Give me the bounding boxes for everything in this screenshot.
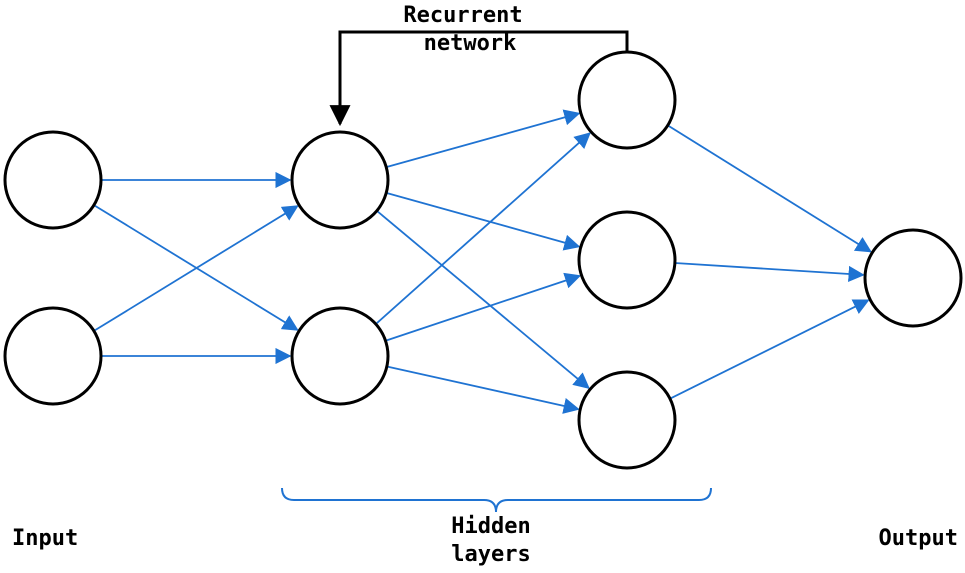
edge-h2a-to-out1 <box>667 124 872 253</box>
node-in2 <box>3 306 103 406</box>
edge-h1b-to-h2a <box>375 132 591 325</box>
recurrent-feedback-arrow <box>329 30 629 127</box>
edge-h1b-to-h2c <box>386 365 580 414</box>
node-h1a <box>290 130 390 230</box>
edge-h1a-to-h2a <box>385 109 581 168</box>
edge-h1a-to-h2c <box>376 210 590 389</box>
edge-h2c-to-out1 <box>669 299 870 400</box>
edge-h2b-to-out1 <box>674 262 865 283</box>
hidden-layers-label-line2: layers <box>451 542 530 567</box>
input-label: Input <box>12 526 78 551</box>
output-label: Output <box>879 526 958 551</box>
node-in1 <box>3 130 103 230</box>
node-out1 <box>863 228 963 328</box>
hidden-layers-brace <box>281 487 712 513</box>
nodes <box>3 50 963 470</box>
node-h2b <box>577 210 677 310</box>
recurrent-label-line1: Recurrent <box>403 3 522 28</box>
edge-h1a-to-h2b <box>385 192 581 251</box>
recurrent-label-line2: network <box>424 31 517 56</box>
hidden-layers-label-line1: Hidden <box>451 514 530 539</box>
node-h2c <box>577 370 677 470</box>
node-h1b <box>290 306 390 406</box>
edge-h1b-to-h2b <box>385 272 582 342</box>
connections <box>93 109 872 414</box>
edge-in2-to-h1a <box>93 205 299 332</box>
node-h2a <box>577 50 677 150</box>
